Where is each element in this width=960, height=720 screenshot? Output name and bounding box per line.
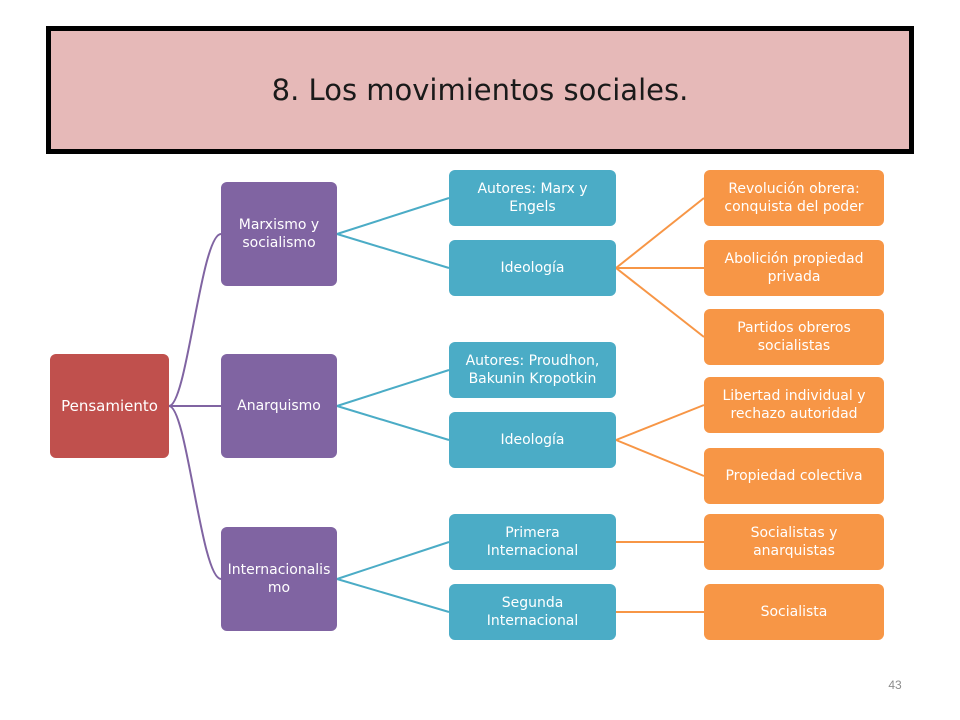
node-partidos-obreros: Partidos obreros socialistas (704, 309, 884, 365)
node-pensamiento-label: Pensamiento (61, 397, 158, 415)
node-partidos-obreros-label: Partidos obreros socialistas (737, 320, 851, 354)
node-socialistas-anarquistas: Socialistas y anarquistas (704, 514, 884, 570)
connector-ideologia2-propiedad (615, 439, 705, 477)
node-socialistas-anarquistas-label: Socialistas y anarquistas (750, 525, 838, 559)
node-internacionalismo: Internacionalis mo (221, 527, 337, 631)
node-marx-ideologia-label: Ideología (500, 260, 565, 276)
node-socialista-label: Socialista (760, 604, 828, 620)
node-propiedad-colectiva-label: Propiedad colectiva (725, 468, 863, 484)
connector-ideologia-revolucion (615, 197, 705, 269)
connector-anarquismo-ideologia (336, 405, 450, 441)
connector-ideologia2-libertad (615, 404, 705, 441)
node-anarquismo: Anarquismo (221, 354, 337, 458)
connector-internacionalismo-segunda (336, 578, 450, 613)
page-number: 43 (888, 678, 902, 692)
node-internacionalismo-label: Internacionalis mo (227, 562, 331, 596)
connector-marxismo-autores (336, 197, 450, 235)
node-primera-internacional-label: Primera Internacional (486, 525, 579, 559)
node-abolicion-propiedad: Abolición propiedad privada (704, 240, 884, 296)
connector-marxismo-ideologia (336, 233, 450, 269)
connector-anarquismo-autores (336, 369, 450, 407)
connector-ideologia-partidos (615, 267, 705, 338)
node-anar-autores-label: Autores: Proudhon, Bakunin Kropotkin (465, 353, 600, 387)
node-revolucion-obrera: Revolución obrera: conquista del poder (704, 170, 884, 226)
node-marxismo-label: Marxismo y socialismo (238, 217, 320, 251)
node-revolucion-obrera-label: Revolución obrera: conquista del poder (724, 181, 864, 215)
node-anar-autores: Autores: Proudhon, Bakunin Kropotkin (449, 342, 616, 398)
node-anar-ideologia-label: Ideología (500, 432, 565, 448)
connector-internacionalismo-primera (336, 541, 450, 580)
node-marx-ideologia: Ideología (449, 240, 616, 296)
node-libertad-individual: Libertad individual y rechazo autoridad (704, 377, 884, 433)
node-anarquismo-label: Anarquismo (237, 398, 321, 414)
node-marx-autores: Autores: Marx y Engels (449, 170, 616, 226)
node-socialista: Socialista (704, 584, 884, 640)
connector-root-marxismo (168, 233, 222, 407)
slide-title-banner: 8. Los movimientos sociales. (46, 26, 914, 154)
node-segunda-internacional-label: Segunda Internacional (486, 595, 579, 629)
node-marx-autores-label: Autores: Marx y Engels (477, 181, 588, 215)
node-segunda-internacional: Segunda Internacional (449, 584, 616, 640)
slide-title: 8. Los movimientos sociales. (271, 73, 689, 107)
node-primera-internacional: Primera Internacional (449, 514, 616, 570)
node-propiedad-colectiva: Propiedad colectiva (704, 448, 884, 504)
node-libertad-individual-label: Libertad individual y rechazo autoridad (722, 388, 866, 422)
node-anar-ideologia: Ideología (449, 412, 616, 468)
connector-root-internacionalismo (168, 405, 222, 580)
node-marxismo: Marxismo y socialismo (221, 182, 337, 286)
node-abolicion-propiedad-label: Abolición propiedad privada (724, 251, 864, 285)
node-pensamiento: Pensamiento (50, 354, 169, 458)
